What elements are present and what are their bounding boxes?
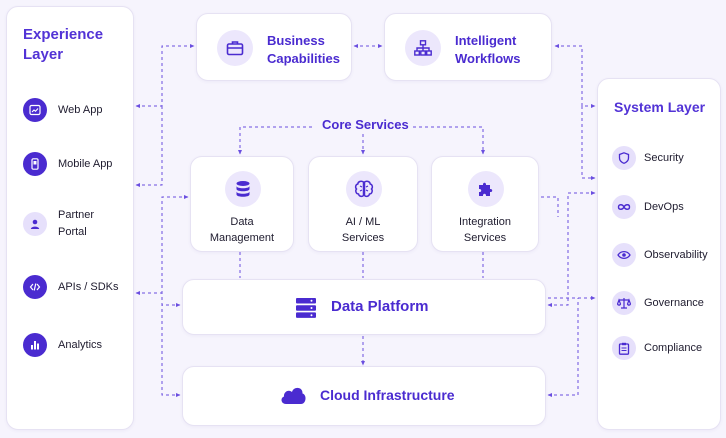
cloud-icon [279, 385, 307, 410]
service-card-ai-ml[interactable]: AI / ML Services [308, 156, 418, 252]
infinity-icon [612, 195, 636, 219]
system-item-label: Observability [644, 248, 708, 261]
connector-platform-system [547, 191, 596, 307]
experience-item-apis-sdks[interactable]: APIs / SDKs [23, 275, 119, 299]
intelligent-workflows-card[interactable]: Intelligent Workflows [384, 13, 552, 81]
clipboard-icon [612, 336, 636, 360]
connector-exp-business [135, 44, 195, 108]
experience-item-mobile-app[interactable]: Mobile App [23, 152, 112, 176]
system-layer-panel: System Layer Security DevOps Observabili… [597, 78, 721, 430]
service-card-integration[interactable]: Integration Services [431, 156, 539, 252]
system-item-compliance[interactable]: Compliance [612, 336, 702, 360]
connector-exp-core [135, 106, 163, 187]
connector-apis-platform [135, 291, 181, 307]
scales-icon [612, 291, 636, 315]
data-platform-label: Data Platform [331, 298, 429, 315]
service-label: Data Management [209, 216, 275, 244]
experience-item-partner-portal[interactable]: Partner Portal [23, 207, 94, 241]
user-icon [23, 212, 47, 236]
eye-icon [612, 243, 636, 267]
service-card-data-management[interactable]: Data Management [190, 156, 294, 252]
experience-item-label: APIs / SDKs [58, 280, 119, 293]
service-label: AI / ML Services [341, 216, 385, 244]
experience-item-web-app[interactable]: Web App [23, 98, 102, 122]
experience-item-analytics[interactable]: Analytics [23, 333, 102, 357]
system-item-label: Compliance [644, 341, 703, 354]
system-item-governance[interactable]: Governance [612, 291, 704, 315]
hierarchy-icon [405, 30, 441, 66]
data-platform-bar[interactable]: Data Platform [182, 279, 546, 335]
database-icon [225, 171, 261, 207]
server-stack-icon [295, 297, 317, 324]
service-label: Integration Services [459, 216, 511, 244]
briefcase-icon [217, 30, 253, 66]
connector-infra-system [547, 298, 579, 397]
system-item-observability[interactable]: Observability [612, 243, 708, 267]
system-item-label: Security [644, 151, 684, 164]
intelligent-workflows-label: Intelligent Workflows [455, 33, 521, 66]
business-capabilities-card[interactable]: Business Capabilities [196, 13, 352, 81]
code-icon [23, 275, 47, 299]
experience-item-label: Web App [58, 103, 103, 116]
connector-core-bracket [240, 126, 483, 154]
connector-system-core [581, 106, 596, 180]
connector-workflows-system [554, 44, 596, 108]
system-item-devops[interactable]: DevOps [612, 195, 684, 219]
experience-item-label: Mobile App [58, 157, 113, 170]
experience-item-label: Partner Portal [58, 209, 95, 238]
system-item-label: DevOps [644, 200, 684, 213]
experience-layer-title: Experience Layer [23, 26, 104, 63]
experience-item-label: Analytics [58, 338, 103, 351]
cloud-infrastructure-label: Cloud Infrastructure [320, 387, 455, 403]
connector-integration-right [541, 196, 559, 217]
brain-icon [346, 171, 382, 207]
connector-left-data [161, 195, 189, 397]
system-layer-title: System Layer [614, 99, 706, 115]
bar-chart-icon [23, 333, 47, 357]
chart-window-icon [23, 98, 47, 122]
system-item-label: Governance [644, 296, 704, 309]
core-services-title: Core Services [322, 117, 409, 132]
puzzle-icon [468, 171, 504, 207]
system-item-security[interactable]: Security [612, 146, 684, 170]
mobile-phone-icon [23, 152, 47, 176]
cloud-infrastructure-bar[interactable]: Cloud Infrastructure [182, 366, 546, 426]
business-capabilities-label: Business Capabilities [267, 33, 340, 66]
experience-layer-panel: Experience Layer Web App Mobile App Part… [6, 6, 134, 430]
shield-icon [612, 146, 636, 170]
